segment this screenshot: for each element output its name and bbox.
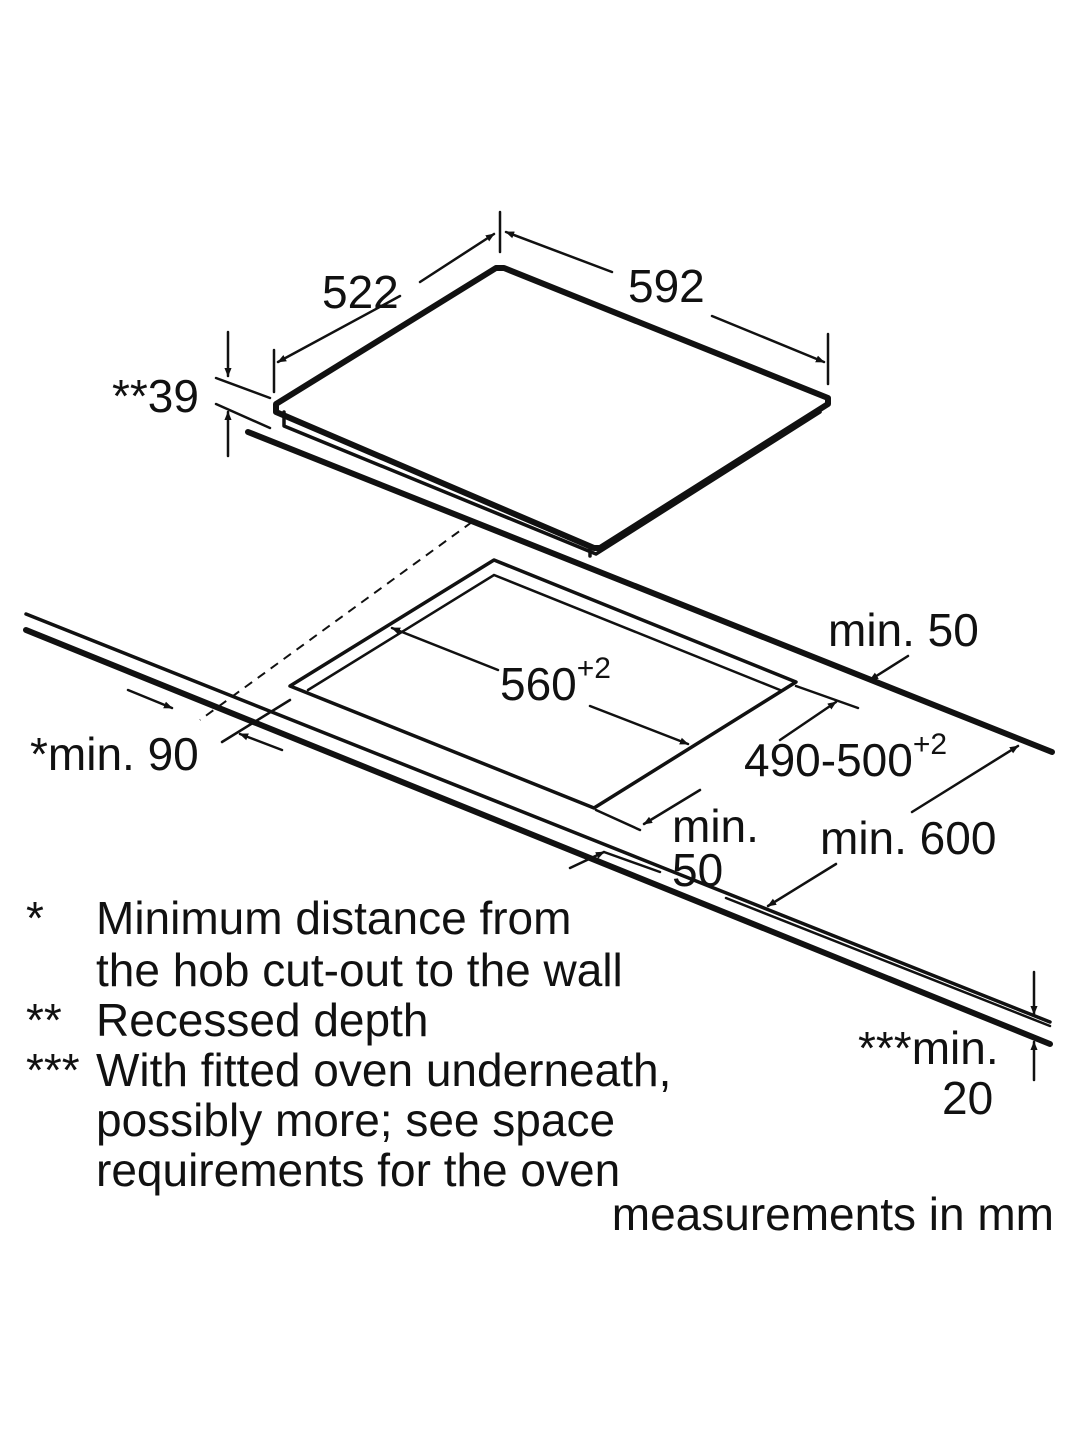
legend-text-3-line1: With fitted oven underneath, [96, 1044, 671, 1096]
label-hob-width: 592 [628, 260, 705, 312]
label-min-20-line1: ***min. [858, 1022, 999, 1074]
dimension-recessed-depth [214, 330, 272, 458]
dimension-cutout-depth [594, 684, 860, 832]
legend: * Minimum distance from the hob cut-out … [26, 892, 671, 1196]
dimension-hob-width [504, 230, 830, 386]
label-recessed-depth: **39 [112, 370, 199, 422]
label-min-50-back: min. 50 [828, 604, 979, 656]
legend-text-3-line3: requirements for the oven [96, 1144, 620, 1196]
units-note: measurements in mm [612, 1188, 1054, 1240]
label-min-50-front-line2: 50 [672, 844, 723, 896]
legend-text-2-line1: Recessed depth [96, 994, 428, 1046]
wall-line-dashed [199, 521, 473, 721]
label-min-50-front-line1: min. [672, 800, 759, 852]
dimension-min-90-wall [126, 688, 292, 752]
dimension-cutout-width [390, 626, 690, 746]
label-min-90-wall: *min. 90 [30, 728, 199, 780]
dimension-min-50-front [568, 850, 662, 874]
worktop-back-edge [245, 429, 1055, 755]
legend-mark-1: * [26, 892, 44, 944]
label-hob-depth: 522 [322, 266, 399, 318]
worktop [23, 612, 1053, 1047]
legend-text-1-line2: the hob cut-out to the wall [96, 944, 623, 996]
hob-outline [273, 265, 831, 558]
cutout-outline [288, 558, 798, 810]
legend-text-1-line1: Minimum distance from [96, 892, 571, 944]
label-min-600: min. 600 [820, 812, 996, 864]
label-min-20-line2: 20 [942, 1072, 993, 1124]
legend-mark-2: ** [26, 994, 62, 1046]
dimension-hob-depth [272, 210, 502, 394]
dimension-min-50-back [868, 654, 910, 682]
label-cutout-width: 560+2 [500, 652, 611, 710]
dimension-min-600 [724, 744, 1052, 1028]
label-cutout-depth: 490-500+2 [744, 728, 947, 786]
legend-text-3-line2: possibly more; see space [96, 1094, 615, 1146]
legend-mark-3: *** [26, 1044, 80, 1096]
